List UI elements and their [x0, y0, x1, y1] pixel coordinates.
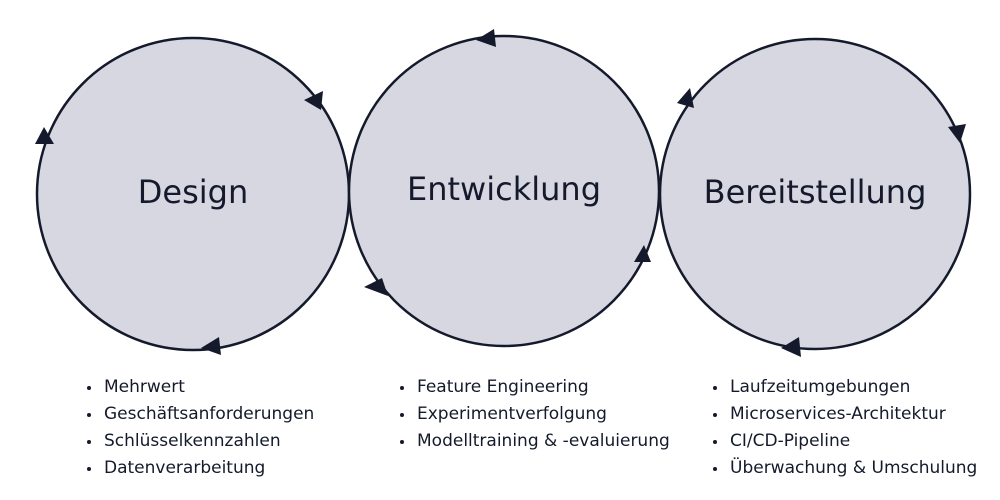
list-item: Laufzeitumgebungen [713, 374, 977, 401]
list-item: Datenverarbeitung [87, 455, 314, 482]
arrow-icon-entwicklung-top [476, 29, 496, 47]
arrow-icon-bereitstellung-top-left [677, 88, 694, 108]
arrow-icon-entwicklung-bottom-left [364, 278, 388, 296]
list-item: Geschäftsanforderungen [87, 401, 314, 428]
arrow-icon-bereitstellung-right [948, 124, 966, 143]
arrow-icon-design-top-right [304, 91, 323, 110]
arrow-icon-design-bottom [201, 337, 221, 355]
arrow-icon-design-left [35, 127, 54, 144]
cycle-bereitstellung: Bereitstellung [658, 37, 972, 357]
phase-title-bereitstellung: Bereitstellung [704, 173, 927, 211]
entwicklung-bullet-list: Feature Engineering Experimentverfolgung… [400, 374, 670, 455]
design-bullet-list: Mehrwert Geschäftsanforderungen Schlüsse… [87, 374, 314, 482]
bereitstellung-bullet-list: Laufzeitumgebungen Microservices-Archite… [713, 374, 977, 482]
cycle-entwicklung: Entwicklung [347, 29, 661, 348]
list-item: CI/CD-Pipeline [713, 428, 977, 455]
list-item: Mehrwert [87, 374, 314, 401]
arrow-icon-entwicklung-right [634, 245, 651, 262]
list-item: Microservices-Architektur [713, 401, 977, 428]
arrow-icon-bereitstellung-bottom [781, 337, 801, 357]
phase-title-design: Design [138, 173, 248, 211]
phase-title-entwicklung: Entwicklung [407, 170, 601, 208]
list-item: Experimentverfolgung [400, 401, 670, 428]
cycle-design: Design [35, 36, 351, 355]
list-item: Überwachung & Umschulung [713, 455, 977, 482]
list-item: Feature Engineering [400, 374, 670, 401]
list-item: Schlüsselkennzahlen [87, 428, 314, 455]
circle-bereitstellung [658, 37, 972, 351]
list-item: Modelltraining & -evaluierung [400, 428, 670, 455]
